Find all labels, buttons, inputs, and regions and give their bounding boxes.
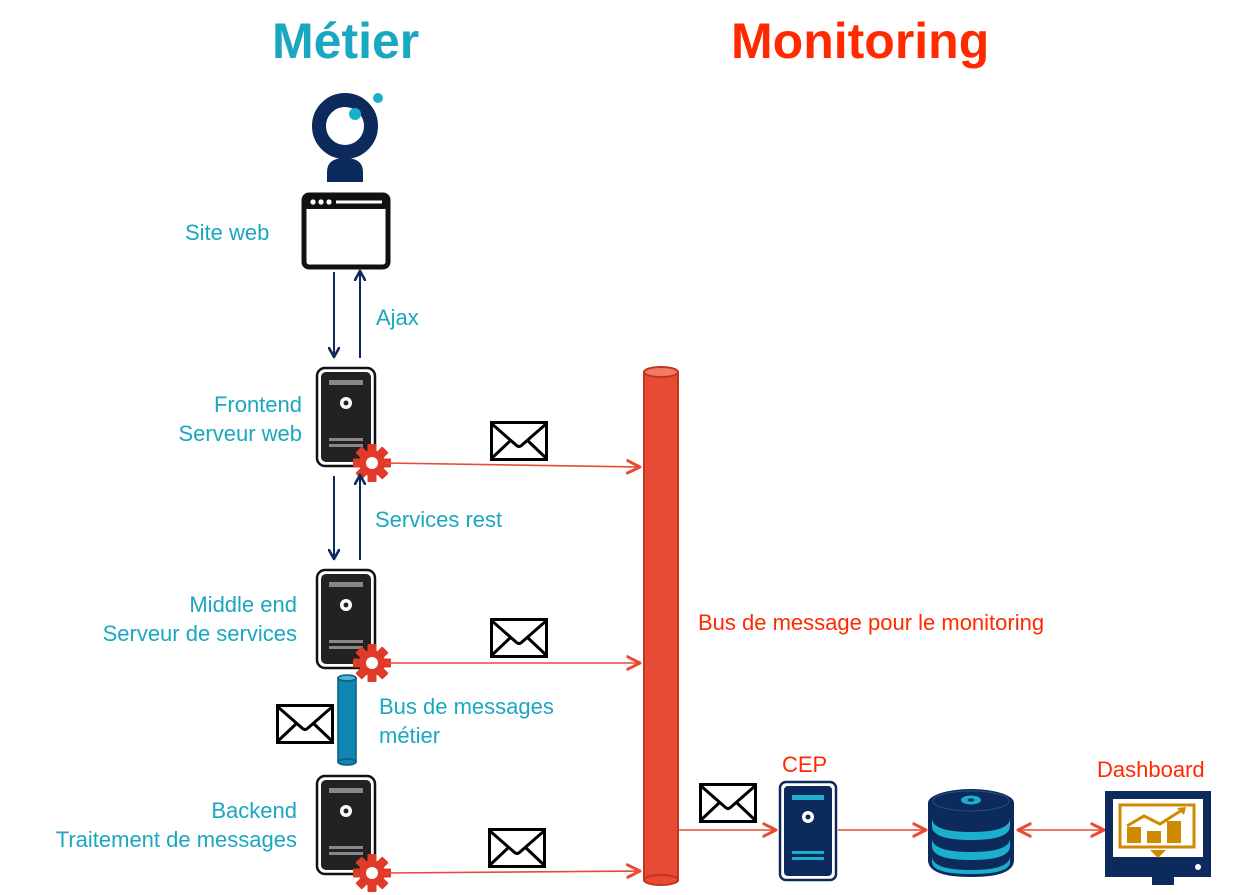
middle-end-name: Middle end	[189, 592, 297, 617]
frontend-name: Frontend	[213, 392, 302, 417]
user-icon	[312, 93, 383, 182]
cep-message-envelope-icon	[699, 783, 757, 823]
database-icon	[928, 789, 1014, 877]
middle-end-role: Serveur de services	[102, 620, 297, 646]
frontend-message-envelope-icon	[490, 421, 548, 461]
middle-end-message-envelope-icon	[490, 618, 548, 658]
frontend-label: Frontend Serveur web	[178, 391, 302, 448]
monitoring-bus-label: Bus de message pour le monitoring	[698, 610, 1045, 635]
backend-message-envelope-icon	[488, 828, 546, 868]
backend-name: Backend	[211, 798, 297, 823]
backend-server-icon	[315, 774, 377, 876]
site-web-label: Site web	[185, 220, 270, 245]
frontend-to-bus-arrow	[384, 463, 640, 467]
business-message-envelope-icon	[276, 704, 334, 744]
ajax-label: Ajax	[376, 305, 419, 330]
frontend-role: Serveur web	[178, 420, 302, 446]
monitoring-title: Monitoring	[731, 13, 990, 69]
business-title: Métier	[272, 13, 420, 69]
dashboard-monitor-icon	[1105, 791, 1211, 885]
cep-label: CEP	[782, 752, 828, 777]
browser-window-icon	[301, 192, 391, 270]
business-bus-label: Bus de messages métier	[379, 693, 554, 750]
backend-label: Backend Traitement de messages	[56, 797, 297, 854]
dashboard-label: Dashboard	[1097, 757, 1205, 782]
backend-role: Traitement de messages	[55, 826, 297, 852]
business-bus-cylinder-icon	[337, 674, 357, 766]
monitoring-bus-cylinder-icon	[643, 366, 679, 886]
business-bus-name: Bus de messages	[379, 694, 554, 719]
services-rest-label: Services rest	[375, 507, 503, 532]
backend-to-bus-arrow	[384, 871, 640, 873]
cep-server-icon	[778, 780, 838, 882]
middle-end-label: Middle end Serveur de services	[103, 591, 297, 648]
business-bus-qualifier: métier	[379, 722, 441, 748]
